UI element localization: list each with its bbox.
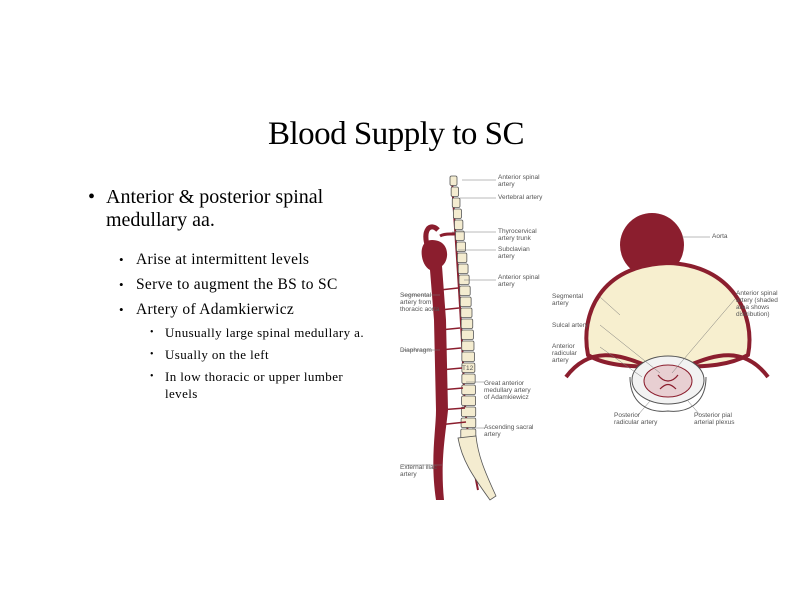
vertebra [450,186,459,197]
aorta-vessel [421,240,448,500]
bullet-sub-2-text: Serve to augment the BS to SC [136,276,338,293]
vertebra [454,219,464,230]
label-external-iliac: External iliac artery [400,464,437,478]
slide-title: Blood Supply to SC [268,116,524,152]
bullet-dot: • [150,327,154,338]
label-anterior-spinal-shaded: Anterior spinal artery (shaded area show… [736,290,778,318]
bullet-sub-3: • Artery of Adamkierwicz [88,300,378,319]
label-subclavian: Subclavian artery [498,246,530,260]
vertebra [459,285,471,296]
bullet-subsub-3-text: In low thoracic or upper lumber levels [165,369,344,401]
label-aorta: Aorta [712,233,728,240]
arch-vessel [423,224,440,249]
vertebra [457,252,468,263]
vertebra [455,230,465,241]
bullet-dot: • [119,302,124,317]
grey-matter [657,374,679,390]
segmental-arc [564,353,646,379]
label-ascending-sacral: Ascending sacral artery [484,424,534,438]
vertebra [461,329,474,340]
bullet-subsub-2-text: Usually on the left [165,347,269,362]
vertebra [452,208,462,219]
bullet-subsub-3: • In low thoracic or upper lumber levels [88,368,378,402]
vertebra [460,406,477,417]
vertebra [461,395,476,406]
vertebra [461,384,476,395]
vertebra [459,296,472,307]
bullet-sub-2: • Serve to augment the BS to SC [88,275,378,294]
bullet-dot: • [150,349,154,360]
bullet-list: • Anterior & posterior spinal medullary a… [88,186,378,402]
vertebra [451,197,461,208]
bullet-dot: • [88,186,96,208]
bullet-subsub-2: • Usually on the left [88,346,378,363]
bullet-sub-1: • Arise at intermittent levels [88,250,378,269]
lamina [629,376,707,412]
vertebra [456,241,466,252]
vertebra [460,307,473,318]
segmental-arc-right [689,353,770,379]
bullet-dot: • [119,277,124,292]
label-great-anterior: Great anterior medullary artery of Adamk… [484,380,531,401]
label-posterior-pial: Posterior pial arterial plexus [694,412,735,426]
label-anterior-spinal: Anterior spinal artery [498,174,540,188]
bullet-dot: • [119,252,124,267]
bullet-dot: • [150,371,154,382]
bullet-subsub-1-text: Unusually large spinal medullary a. [165,325,364,340]
sacrum [457,435,497,501]
bullet-sub-1-text: Arise at intermittent levels [136,251,310,268]
segmental-arteries [437,287,467,426]
label-t12: T12 [462,365,474,372]
label-anterior-spinal-2: Anterior spinal artery [498,274,540,288]
label-thyrocervical: Thyrocervical artery trunk [498,228,537,242]
vertebral-body [584,260,752,370]
vertebra [461,351,475,362]
label-diaphragm: Diaphragm [400,347,432,354]
cross-section-figure [564,213,770,416]
vertebral-column [449,175,477,439]
spine-arterial-figure: T12 [402,175,497,501]
label-sulcal: Sulcal artery [552,322,589,329]
label-anterior-radicular: Anterior radicular artery [552,343,577,364]
label-segmental: Segmental artery from thoracic aorta [400,292,440,313]
vertebra [449,175,458,186]
vertebra [461,340,475,351]
bullet-main-text: Anterior & posterior spinal medullary aa… [106,186,324,231]
bullet-subsub-1: • Unusually large spinal medullary a. [88,324,378,341]
label-posterior-radicular: Posterior radicular artery [614,412,658,426]
label-vertebral: Vertebral artery [498,194,543,201]
vertebra [457,263,469,274]
bullet-sub-3-text: Artery of Adamkierwicz [136,301,295,318]
vertebra [461,373,476,384]
bullet-main: • Anterior & posterior spinal medullary a… [88,186,378,232]
vertebra [460,318,474,329]
label-segmental-artery: Segmental artery [552,293,584,307]
